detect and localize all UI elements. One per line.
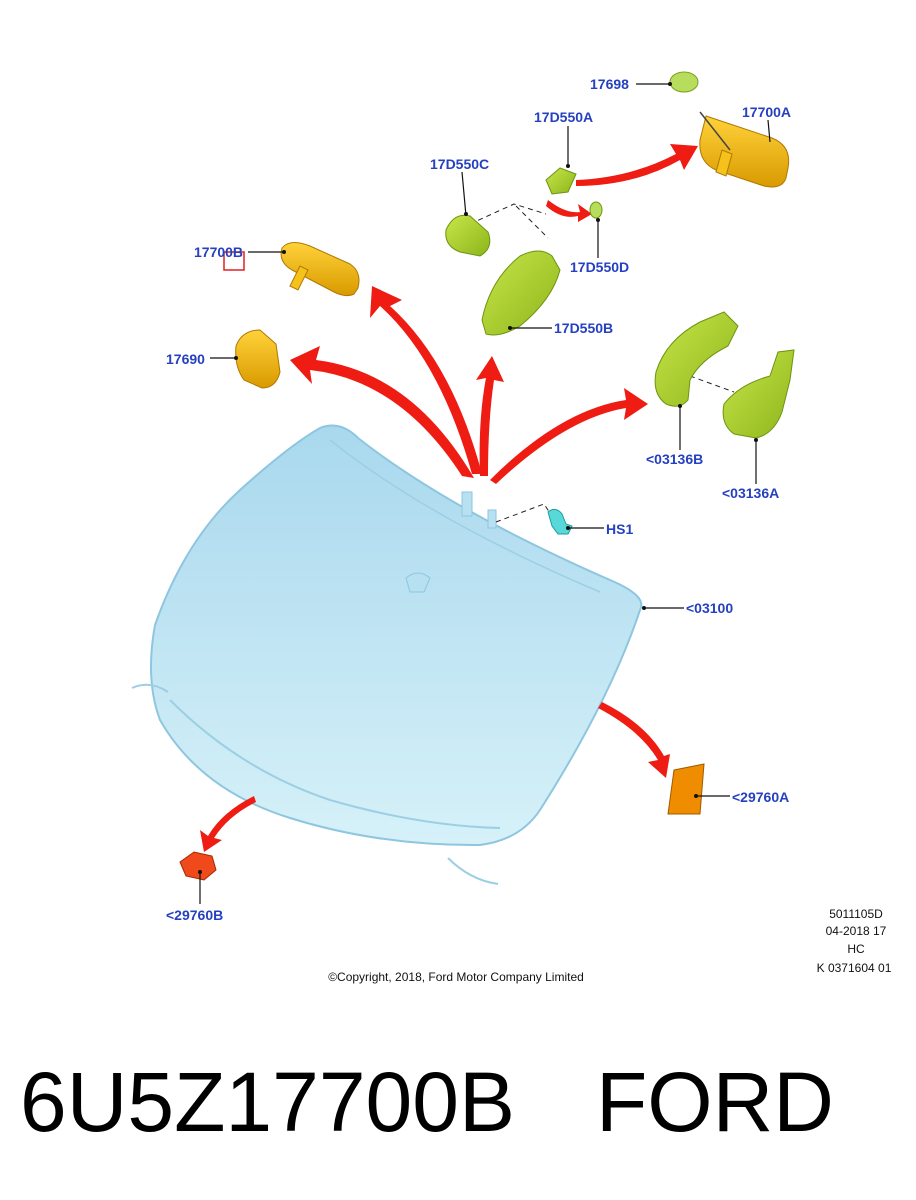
windshield-glass [131,424,643,885]
dashed-connectors [469,203,735,523]
part-bracket-17D550A [545,167,577,195]
part-sensor-cover-17698 [669,71,699,93]
callout-17700A[interactable]: 17700A [742,104,791,120]
callout-03100[interactable]: <03100 [686,600,733,616]
callout-03136B[interactable]: <03136B [646,451,703,467]
callout-17700B[interactable]: 17700B [194,244,243,260]
callout-HS1[interactable]: HS1 [606,521,633,537]
callout-17690[interactable]: 17690 [166,351,205,367]
part-sensor-17690 [235,329,281,389]
highlight-box [223,251,245,271]
part-cover-17D550B [481,250,561,336]
callout-17D550C[interactable]: 17D550C [430,156,489,172]
part-sensor-HS1 [547,508,573,535]
meta-line-4: K 0371604 01 [817,961,892,975]
part-trim-03136A [722,349,795,439]
meta-line-3: HC [847,942,865,956]
part-clip-29760B [179,851,217,881]
callout-29760A[interactable]: <29760A [732,789,789,805]
callout-17D550D[interactable]: 17D550D [570,259,629,275]
caption-bar: 6U5Z17700B FORD [20,1052,910,1172]
part-clip-17D550D [589,201,603,219]
part-mirror-17700A [699,111,790,188]
windshield-exploded-diagram: 17698 17700A 17D550A 17D550C 17D550D 17D… [131,71,892,984]
part-pad-29760A [667,763,705,815]
leader-lines [198,82,771,904]
brand-caption: FORD [596,1055,834,1149]
red-arrows [200,144,698,852]
copyright-text: ©Copyright, 2018, Ford Motor Company Lim… [328,970,584,984]
meta-line-2: 04-2018 17 [826,924,887,938]
callout-03136A[interactable]: <03136A [722,485,779,501]
part-mirror-17700B [280,242,360,297]
part-cover-17D550C [445,214,491,257]
callout-29760B[interactable]: <29760B [166,907,223,923]
part-number-caption: 6U5Z17700B [20,1055,516,1149]
callout-17D550B[interactable]: 17D550B [554,320,613,336]
callout-17698[interactable]: 17698 [590,76,629,92]
meta-line-1: 5011105D [829,907,883,921]
part-trim-03136B [654,311,739,407]
callout-17D550A[interactable]: 17D550A [534,109,593,125]
